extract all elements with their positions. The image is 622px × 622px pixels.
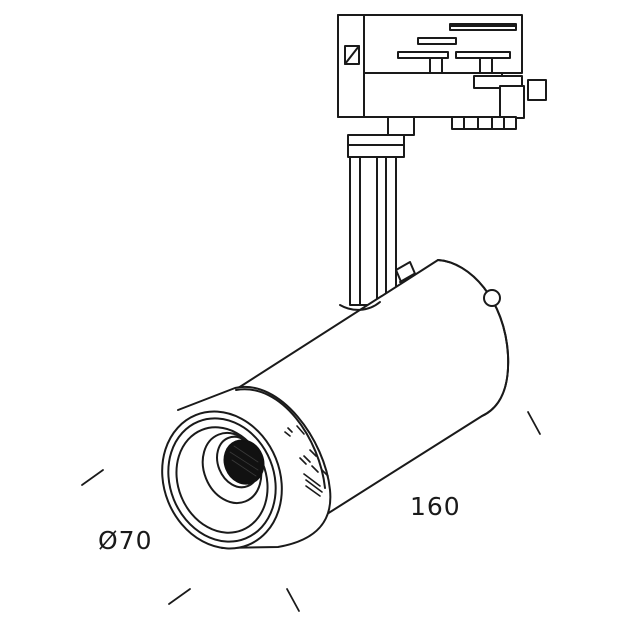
diameter-dimension-label: Ø70 xyxy=(98,526,153,555)
length-dimension-label: 160 xyxy=(410,492,461,521)
dimension-marks xyxy=(81,411,541,612)
front-lens-assembly xyxy=(161,410,283,550)
track-adapter xyxy=(337,14,547,158)
